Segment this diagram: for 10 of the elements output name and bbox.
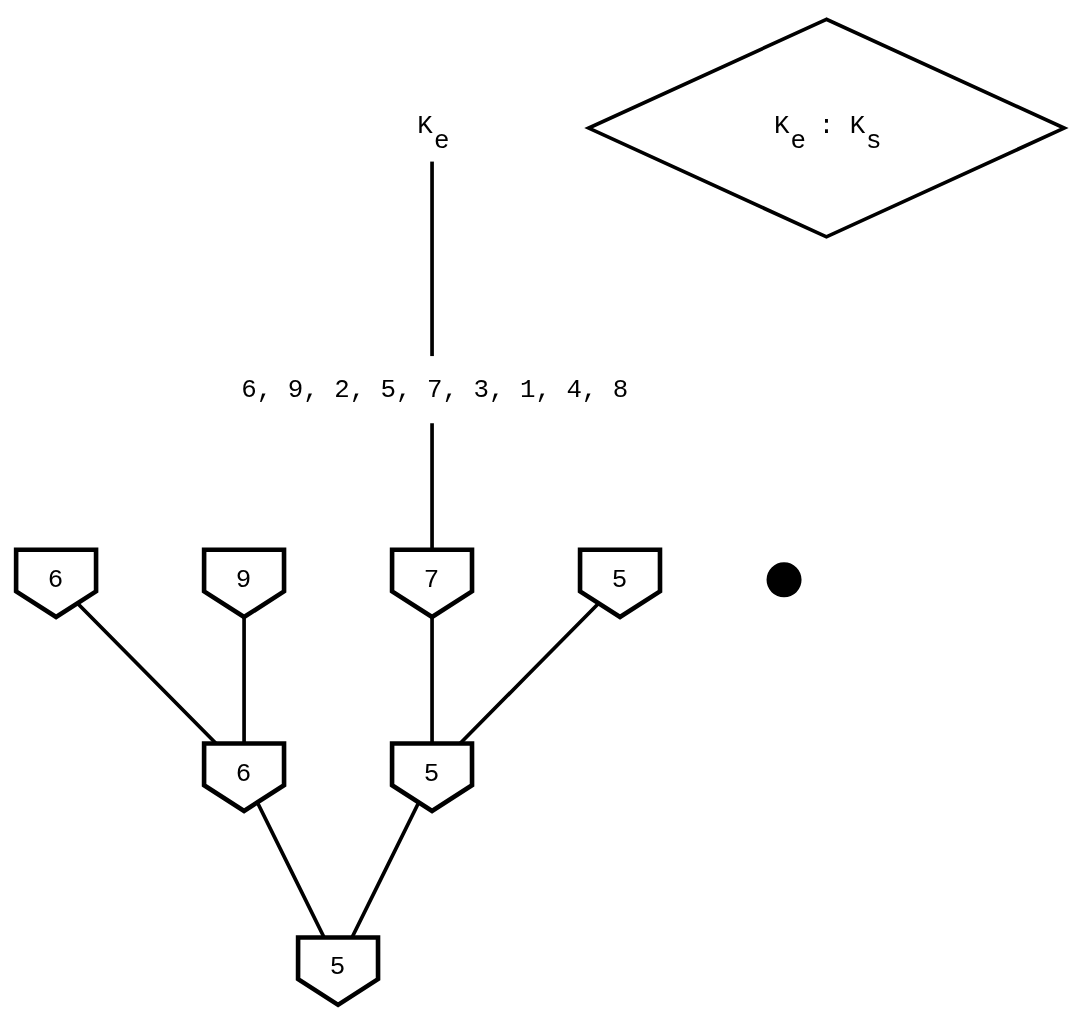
connector bbox=[430, 422, 434, 549]
node-circle bbox=[766, 561, 802, 597]
connector bbox=[255, 801, 326, 938]
connector bbox=[430, 616, 434, 743]
connector bbox=[430, 161, 434, 356]
connector bbox=[76, 601, 218, 745]
connector bbox=[242, 616, 246, 743]
connector bbox=[350, 801, 421, 938]
node-text: 6, 9, 2, 5, 7, 3, 1, 4, 8 bbox=[241, 375, 629, 405]
connector bbox=[458, 601, 600, 745]
